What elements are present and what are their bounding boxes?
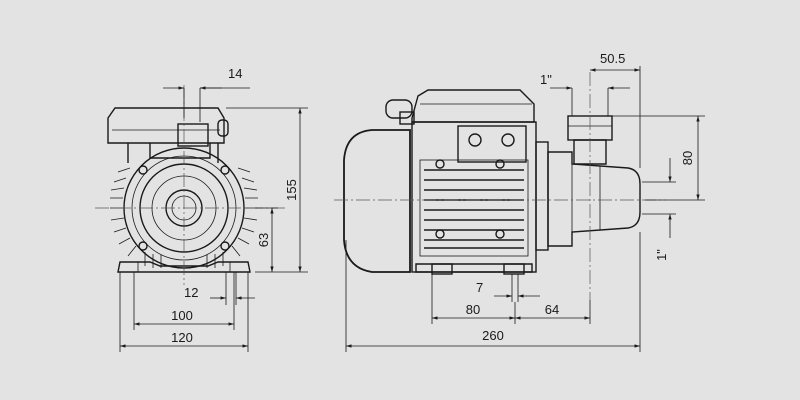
- dim-front-overall-height: 155: [226, 107, 308, 273]
- dim-side-foot-length: 80: [431, 274, 516, 324]
- dim-front-foot-bolts: 100: [133, 272, 235, 330]
- dim-label-120: 120: [171, 330, 193, 345]
- side-cooling-fins: [419, 159, 529, 257]
- dim-front-shaft-offset: 14: [163, 66, 250, 122]
- side-fin-lines: [424, 169, 524, 249]
- side-motor-body: [411, 121, 537, 273]
- side-flange: [535, 141, 549, 251]
- dim-label-80-length: 80: [466, 302, 480, 317]
- front-bolt: [220, 165, 230, 175]
- dim-label-inlet-1in: 1": [654, 249, 669, 261]
- front-bolt: [138, 241, 148, 251]
- front-view: 14 155 63 12 100 1: [95, 66, 308, 352]
- dim-front-shaft-height: 63: [255, 207, 278, 272]
- dim-label-12: 12: [184, 285, 198, 300]
- side-terminal-plate: [457, 125, 527, 163]
- side-foot: [431, 263, 453, 275]
- dim-label-14: 14: [228, 66, 242, 81]
- dim-side-inlet-thread: 1": [642, 158, 676, 261]
- dim-label-7: 7: [476, 280, 483, 295]
- side-pump-housing: [547, 151, 641, 247]
- front-feet: [117, 261, 251, 273]
- dim-side-outlet-offset: 50.5: [590, 51, 641, 168]
- dim-label-63: 63: [256, 233, 271, 247]
- front-cable-gland: [217, 119, 229, 137]
- front-cooling-fins: [110, 167, 258, 268]
- dim-label-100: 100: [171, 308, 193, 323]
- side-cable-gland: [385, 99, 413, 119]
- front-bolt: [138, 165, 148, 175]
- side-terminal-box: [411, 89, 535, 123]
- dim-side-overall-length: 260: [345, 232, 641, 352]
- side-fan-cover: [343, 129, 411, 273]
- dim-label-50-5: 50.5: [600, 51, 625, 66]
- dim-label-64: 64: [545, 302, 559, 317]
- dim-label-outlet-1in: 1": [540, 72, 552, 87]
- dim-side-inlet-offset: 64: [515, 300, 591, 324]
- dim-side-outlet-thread: 1": [540, 72, 630, 116]
- side-view: 1" 50.5 80 1" 7: [334, 51, 705, 352]
- front-bolt: [220, 241, 230, 251]
- dim-front-foot-width: 120: [119, 272, 249, 352]
- dim-label-155: 155: [284, 179, 299, 201]
- front-terminal-box: [107, 107, 225, 144]
- dim-front-foot-slot: 12: [184, 272, 255, 305]
- dim-label-80-height: 80: [680, 151, 695, 165]
- dim-side-outlet-height: 80: [612, 115, 705, 201]
- dim-side-foot-slot: 7: [476, 274, 540, 302]
- side-foot: [503, 263, 525, 275]
- dim-label-260: 260: [482, 328, 504, 343]
